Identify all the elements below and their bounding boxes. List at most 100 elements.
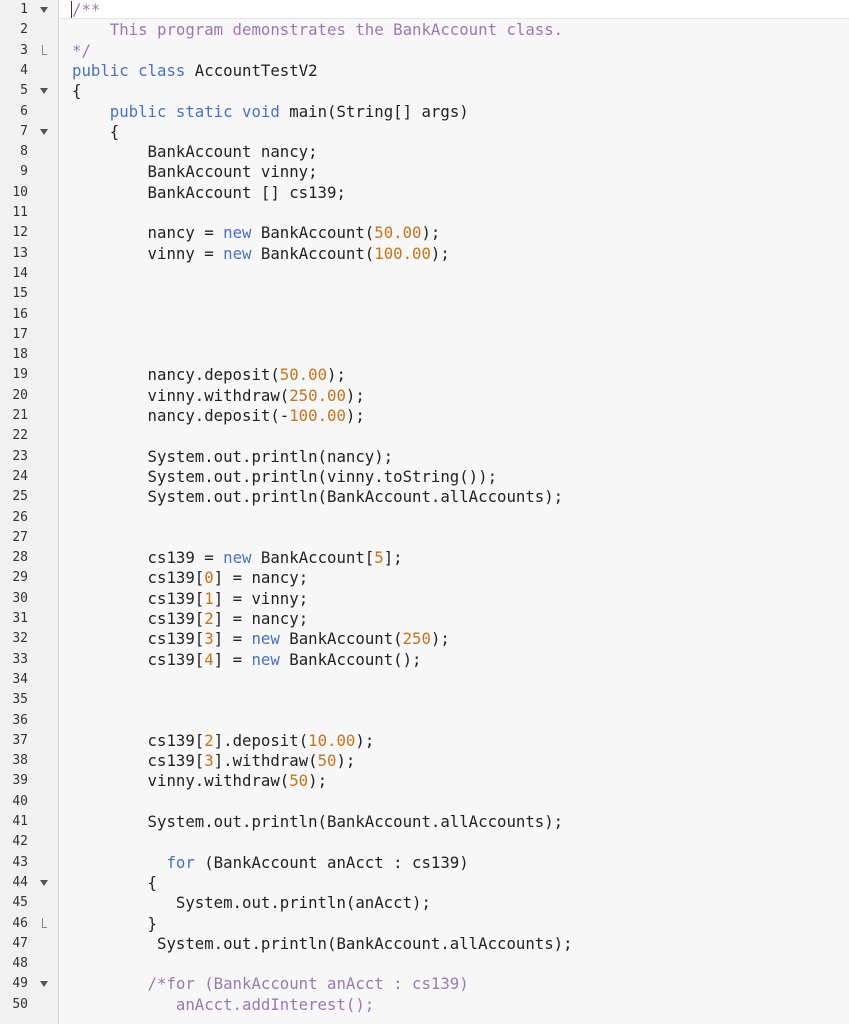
code-line[interactable]: { xyxy=(72,81,81,101)
code-line[interactable]: /** xyxy=(72,0,100,20)
fold-toggle-icon[interactable] xyxy=(38,974,52,994)
code-line[interactable]: cs139[4] = new BankAccount(); xyxy=(72,649,422,670)
gutter-row: 44 xyxy=(0,873,58,893)
fold-toggle-icon[interactable] xyxy=(38,122,52,142)
code-line[interactable]: */ xyxy=(72,41,91,61)
line-number: 26 xyxy=(12,509,28,525)
line-number: 43 xyxy=(12,854,28,870)
code-token-plain: ].withdraw( xyxy=(213,751,318,771)
code-line[interactable]: public static void main(String[] args) xyxy=(72,102,469,122)
code-line[interactable]: anAcct.addInterest(); xyxy=(72,995,374,1015)
code-token-comment: anAcct.addInterest(); xyxy=(72,994,375,1014)
code-token-keyword: new xyxy=(251,629,280,649)
code-token-number: 50.00 xyxy=(374,223,422,243)
gutter-row: 4 xyxy=(0,61,58,81)
code-token-number: 3 xyxy=(204,629,214,649)
code-line[interactable]: BankAccount [] cs139; xyxy=(72,183,346,203)
code-line[interactable]: vinny.withdraw(250.00); xyxy=(72,386,365,406)
code-token-plain: System.out.println(vinny.toString()); xyxy=(72,466,498,486)
code-token-plain: cs139[ xyxy=(72,568,205,588)
line-number: 32 xyxy=(12,631,28,647)
code-token-plain: System.out.println(BankAccount.allAccoun… xyxy=(72,812,564,831)
gutter-row: 16 xyxy=(0,305,58,325)
code-token-plain: cs139 = xyxy=(72,548,224,568)
code-line[interactable]: { xyxy=(72,122,119,142)
code-line[interactable]: cs139[0] = nancy; xyxy=(72,568,309,588)
gutter-row: 26 xyxy=(0,508,58,528)
line-number: 45 xyxy=(12,895,28,911)
fold-toggle-icon[interactable] xyxy=(38,873,52,893)
code-token-keyword: public xyxy=(109,101,167,121)
code-line[interactable]: vinny.withdraw(50); xyxy=(72,771,327,791)
gutter-row: 48 xyxy=(0,954,58,974)
code-line[interactable]: { xyxy=(72,873,157,893)
line-number: 28 xyxy=(12,550,28,566)
code-token-plain: cs139[ xyxy=(72,730,205,750)
code-token-number: 1 xyxy=(204,588,214,608)
line-number: 1 xyxy=(20,2,28,17)
line-number: 11 xyxy=(12,205,28,220)
line-number: 41 xyxy=(12,814,28,829)
code-token-plain: ); xyxy=(336,751,356,771)
code-line[interactable]: System.out.println(nancy); xyxy=(72,447,394,467)
line-number: 39 xyxy=(12,773,28,789)
gutter-row: 33 xyxy=(0,650,58,670)
code-line[interactable]: System.out.println(BankAccount.allAccoun… xyxy=(72,487,564,507)
gutter-row: 14 xyxy=(0,264,58,284)
code-line[interactable]: cs139[2] = nancy; xyxy=(72,609,309,629)
code-line[interactable]: for (BankAccount anAcct : cs139) xyxy=(72,852,469,873)
gutter-row: 21 xyxy=(0,406,58,426)
code-token-plain: ] = vinny; xyxy=(213,588,309,608)
code-token-plain: { xyxy=(72,121,120,141)
code-line[interactable]: System.out.println(vinny.toString()); xyxy=(72,467,497,487)
code-token-plain: BankAccount vinny; xyxy=(72,162,318,182)
code-line[interactable]: nancy.deposit(-100.00); xyxy=(72,406,365,426)
code-line[interactable]: BankAccount nancy; xyxy=(72,142,318,162)
fold-toggle-icon[interactable] xyxy=(38,81,52,101)
line-number: 27 xyxy=(12,529,28,545)
code-token-plain: { xyxy=(72,81,82,101)
line-number: 19 xyxy=(12,367,28,383)
code-line[interactable]: This program demonstrates the BankAccoun… xyxy=(72,20,563,40)
line-number: 36 xyxy=(12,712,28,728)
line-number: 46 xyxy=(12,915,28,931)
code-token-plain: BankAccount [] cs139; xyxy=(72,182,346,202)
code-line[interactable]: System.out.println(BankAccount.allAccoun… xyxy=(72,934,573,954)
code-line[interactable]: /*for (BankAccount anAcct : cs139) xyxy=(72,974,469,994)
line-number: 13 xyxy=(12,245,28,261)
code-line[interactable]: System.out.println(anAcct); xyxy=(72,893,431,913)
code-token-number: 0 xyxy=(204,568,214,588)
code-line[interactable]: System.out.println(BankAccount.allAccoun… xyxy=(72,812,564,832)
code-token-keyword: new xyxy=(223,243,252,263)
code-token-plain: ].deposit( xyxy=(213,730,309,750)
code-line[interactable]: public class AccountTestV2 xyxy=(72,61,318,81)
code-line[interactable]: cs139[3].withdraw(50); xyxy=(72,751,356,771)
code-token-plain: BankAccount( xyxy=(251,223,375,243)
code-token-plain: AccountTestV2 xyxy=(185,60,318,80)
code-line[interactable]: BankAccount vinny; xyxy=(72,162,318,182)
code-line[interactable]: nancy = new BankAccount(50.00); xyxy=(72,223,441,243)
line-number: 10 xyxy=(12,184,28,200)
fold-toggle-icon[interactable] xyxy=(38,0,52,20)
code-line[interactable]: cs139[1] = vinny; xyxy=(72,588,309,609)
gutter-row: 11 xyxy=(0,203,58,223)
code-line[interactable]: } xyxy=(72,914,157,934)
code-token-plain: vinny.withdraw( xyxy=(72,771,290,791)
gutter-row: 10 xyxy=(0,183,58,203)
gutter-row: 40 xyxy=(0,792,58,812)
code-token-plain: ); xyxy=(345,385,365,405)
fold-end-icon xyxy=(38,914,52,934)
code-token-plain: ] = xyxy=(213,649,252,669)
code-line[interactable]: nancy.deposit(50.00); xyxy=(72,365,346,385)
code-line[interactable]: vinny = new BankAccount(100.00); xyxy=(72,244,450,264)
gutter-row: 13 xyxy=(0,244,58,264)
code-token-plain: (BankAccount anAcct : cs139) xyxy=(194,852,469,872)
code-token-keyword: public xyxy=(72,60,129,80)
code-line[interactable]: cs139[3] = new BankAccount(250); xyxy=(72,629,450,649)
code-line[interactable]: cs139[2].deposit(10.00); xyxy=(72,730,375,751)
code-line[interactable]: cs139 = new BankAccount[5]; xyxy=(72,548,403,568)
line-number: 2 xyxy=(20,22,28,38)
line-number: 31 xyxy=(12,611,28,626)
